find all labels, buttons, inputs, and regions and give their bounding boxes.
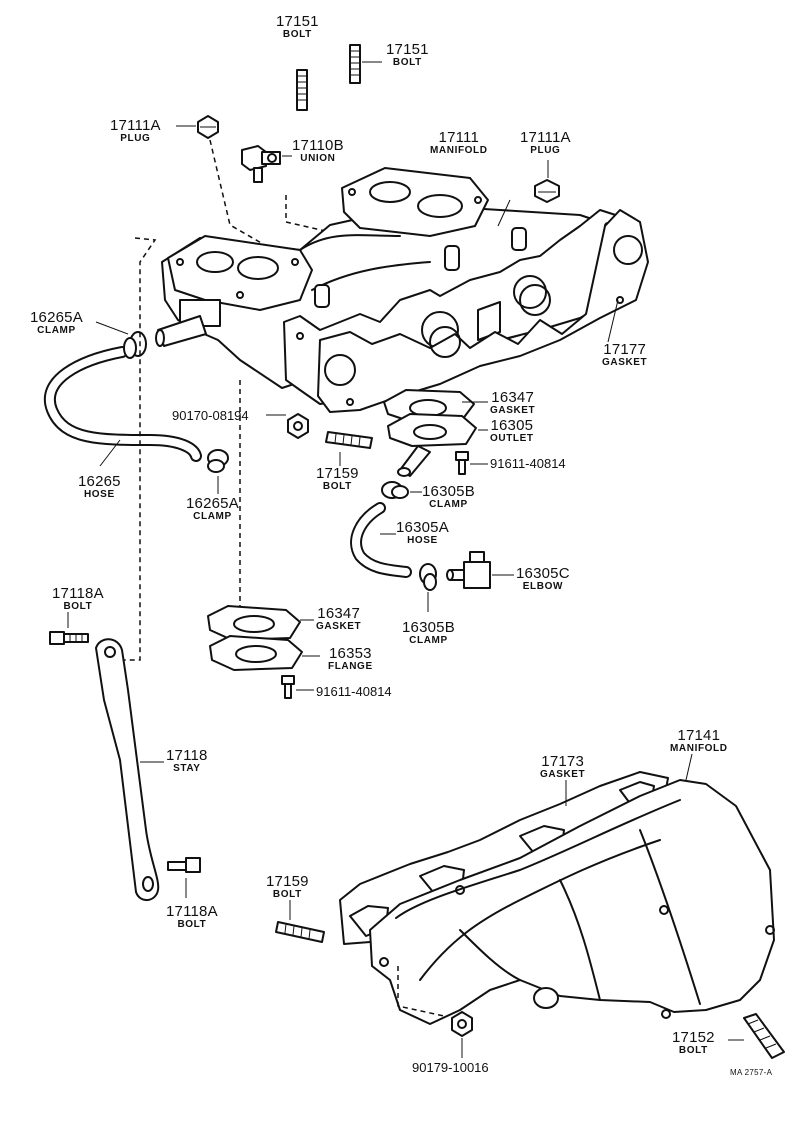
bolt-91611-40814-top: [455, 451, 469, 475]
hose-16265: [43, 346, 202, 462]
nut-90170-08194: [287, 413, 309, 439]
flange-16353: [209, 635, 303, 671]
stay-17118: [95, 638, 160, 901]
label-90179-10016: 90179-10016: [412, 1060, 489, 1075]
label-91611-40814-top: 91611-40814: [490, 456, 566, 471]
stud-17151-right: [349, 44, 361, 84]
diagram-reference: MA 2757-A: [730, 1068, 773, 1077]
manifold-17141: [369, 779, 775, 1025]
label-91611-40814-bottom: 91611-40814: [316, 684, 392, 699]
bolt-91611-40814-bottom: [281, 675, 295, 699]
clamp-16265A-bottom: [207, 449, 229, 473]
clamp-16305B-top: [381, 481, 409, 499]
plug-17111A-left: [197, 115, 219, 139]
union-17110B: [241, 145, 281, 183]
bolt-17118A-bottom: [167, 857, 201, 873]
clamp-16265A-top: [123, 331, 147, 359]
stud-17159-bottom: [275, 921, 325, 943]
bolt-17118A-top: [49, 631, 89, 645]
gasket-16347-bottom: [207, 605, 301, 641]
outlet-16305: [387, 413, 477, 477]
nut-90179-10016: [451, 1011, 473, 1037]
stud-17151-top: [296, 69, 308, 111]
stud-17152: [743, 1013, 785, 1059]
plug-17111A-right: [534, 179, 560, 203]
stud-17159-top: [325, 431, 373, 449]
hose-16305A: [350, 502, 412, 578]
elbow-16305C: [446, 551, 491, 589]
label-90170-08194: 90170-08194: [172, 408, 249, 423]
clamp-16305B-bottom: [419, 563, 437, 591]
